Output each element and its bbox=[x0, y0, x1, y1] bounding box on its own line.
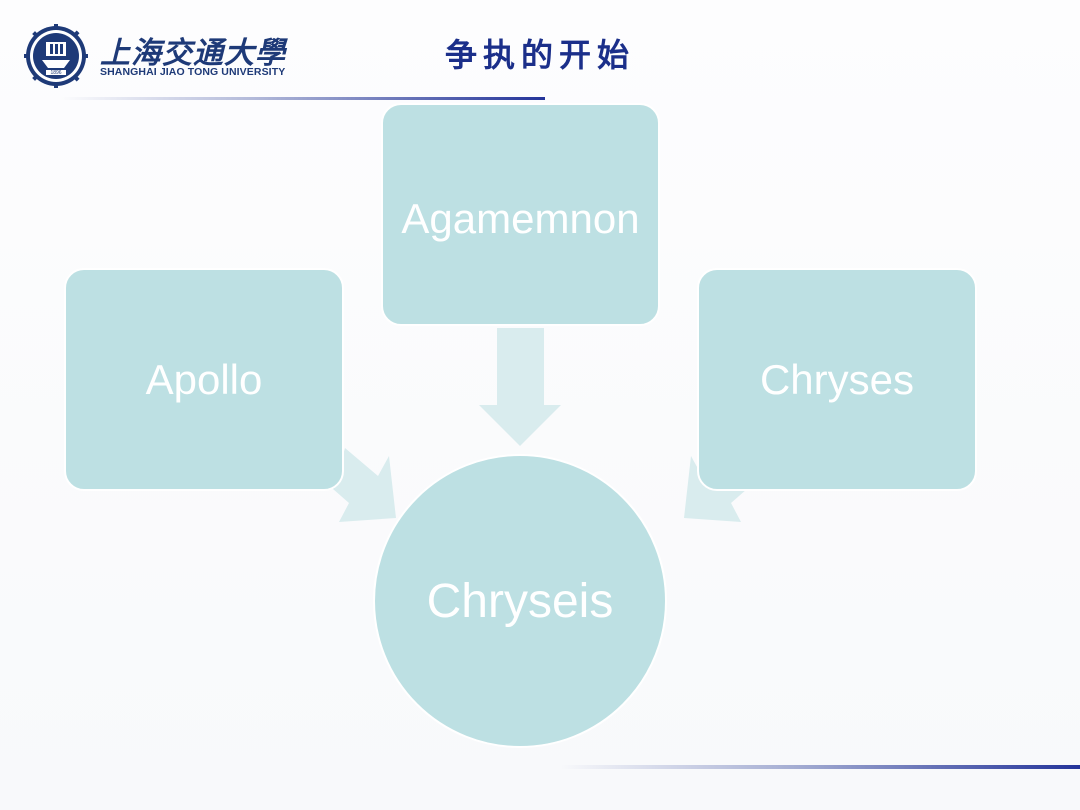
university-name-cn: 上海交通大學 bbox=[100, 36, 286, 71]
arrow-agamemnon-to-chryseis bbox=[479, 328, 561, 446]
node-chryses: Chryses bbox=[697, 268, 977, 491]
footer-divider bbox=[560, 765, 1080, 769]
university-emblem-icon: 1896 bbox=[24, 24, 88, 88]
university-name-en: SHANGHAI JIAO TONG UNIVERSITY bbox=[100, 66, 286, 78]
header-divider bbox=[60, 97, 545, 100]
node-agamemnon: Agamemnon bbox=[381, 103, 660, 326]
arrow-apollo-to-chryseis bbox=[333, 448, 396, 522]
logo-year: 1896 bbox=[50, 70, 61, 76]
node-chryseis: Chryseis bbox=[373, 454, 667, 748]
node-apollo: Apollo bbox=[64, 268, 344, 491]
slide-title: 争执的开始 bbox=[444, 36, 635, 74]
